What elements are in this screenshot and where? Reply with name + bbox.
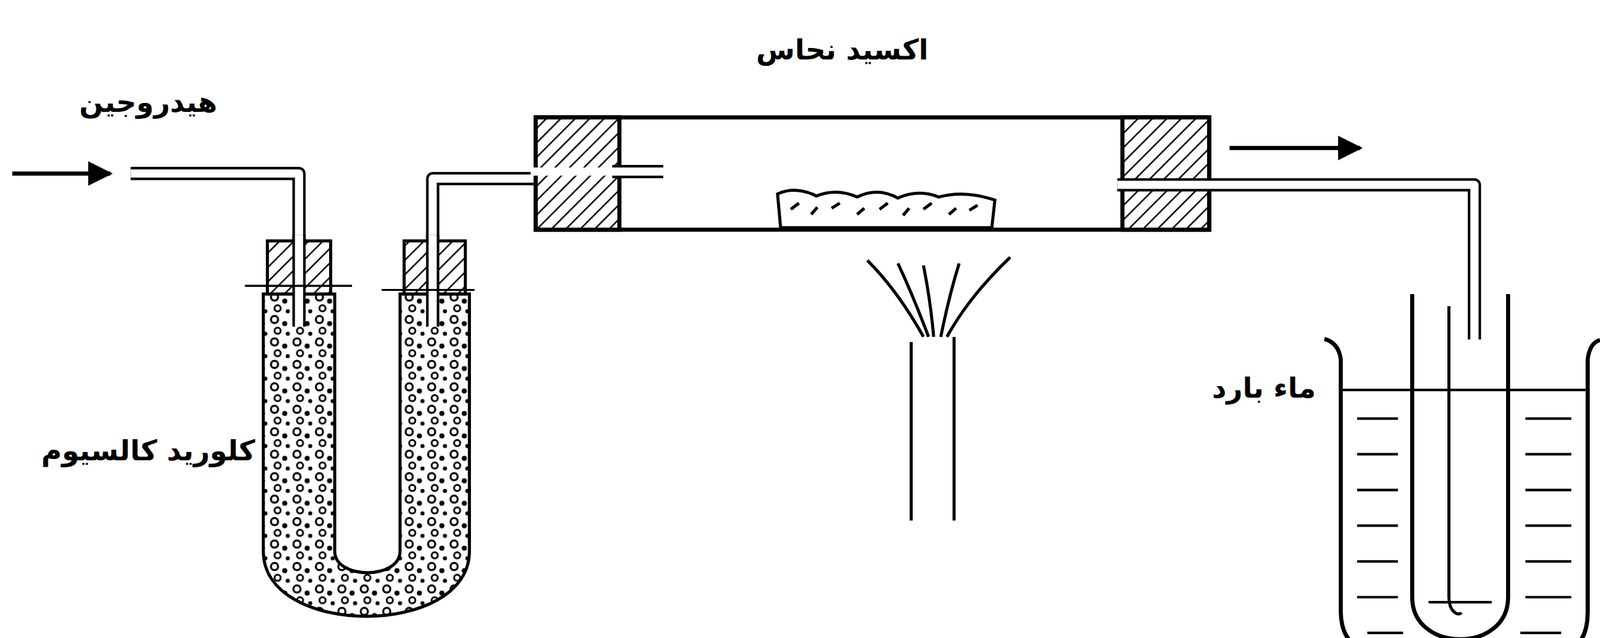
drying-u-tube xyxy=(263,293,470,616)
flow-arrow xyxy=(1229,145,1360,150)
reagent-label: كلوريد كالسيوم xyxy=(41,433,256,468)
stopper xyxy=(1122,117,1210,231)
burner xyxy=(911,336,954,521)
condensed-water xyxy=(1428,600,1493,604)
collecting-u-tube xyxy=(1412,293,1508,638)
clamp-mark xyxy=(244,284,353,287)
glass-tube xyxy=(530,171,1475,602)
beaker xyxy=(1324,338,1600,638)
clamp-mark xyxy=(381,288,475,291)
collecting-u-tube xyxy=(1449,306,1462,614)
glass-tube xyxy=(299,234,433,327)
copper-oxide-powder xyxy=(777,190,995,228)
flow-arrow xyxy=(12,171,110,176)
water-surface xyxy=(1342,389,1586,633)
coolant-label: ماء بارد xyxy=(1212,371,1317,406)
reagent-label: اكسيد نحاس xyxy=(755,33,929,68)
copper-oxide-powder xyxy=(791,203,978,216)
burner-flame xyxy=(867,256,1011,337)
gas-label: هيدروجين xyxy=(79,85,218,120)
